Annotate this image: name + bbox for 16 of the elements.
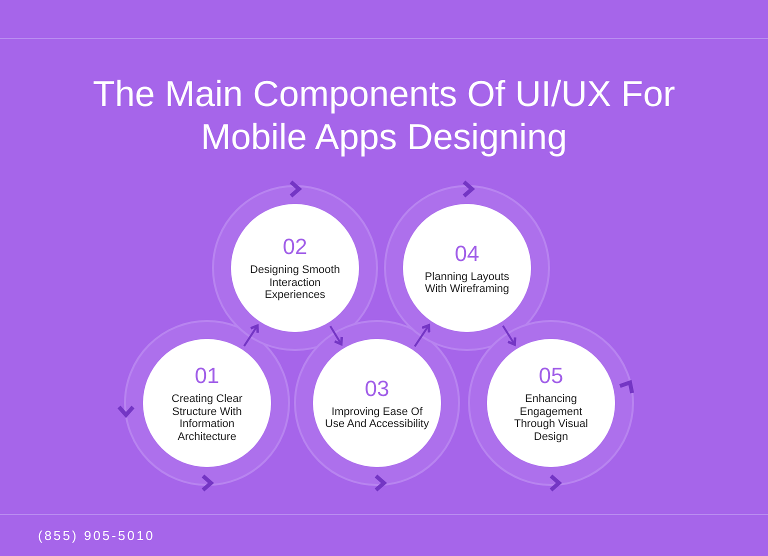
arrow <box>329 326 344 346</box>
step-number: 01 <box>194 363 220 389</box>
arrow <box>502 325 516 346</box>
step-number: 05 <box>538 363 564 389</box>
title: The Main Components Of UI/UX For Mobile Apps Designing <box>92 72 676 158</box>
step-number: 02 <box>282 234 308 260</box>
step-number: 03 <box>364 376 390 402</box>
step-description: Improving Ease Of Use And Accessibility <box>325 406 429 430</box>
arrow <box>414 324 430 347</box>
arrow <box>243 324 259 347</box>
step-description: Creating Clear Structure With Information Architecture <box>170 393 244 443</box>
step-number: 04 <box>454 240 480 266</box>
phone-number: (855) 905-5010 <box>38 527 155 545</box>
step-description: Enhancing Engagement Through Visual Design <box>513 393 589 443</box>
step-description: Planning Layouts With Wireframing <box>424 270 510 296</box>
step-description: Designing Smooth Interaction Experiences <box>249 264 341 302</box>
